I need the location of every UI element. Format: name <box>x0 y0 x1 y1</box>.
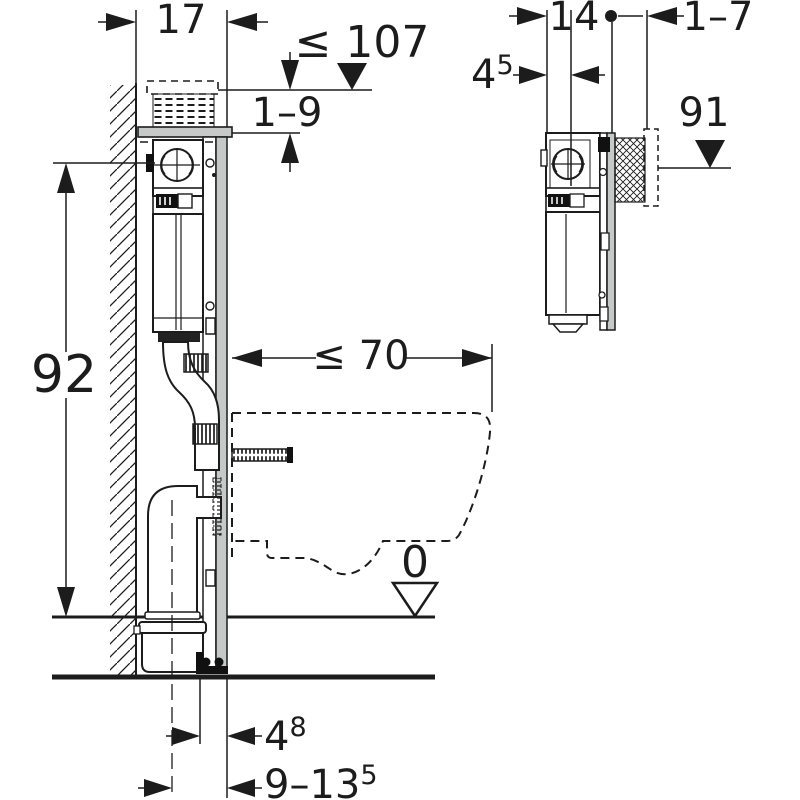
flush-bend-pipe <box>161 341 220 471</box>
rail-slots <box>599 232 610 322</box>
floor-level-marker <box>390 581 440 619</box>
mechanism-block <box>548 194 570 207</box>
tank-inner-lines <box>154 215 202 330</box>
adjustable-sleeve-hatch <box>152 93 215 128</box>
dim-drain-range-label: 9–135 <box>264 760 378 800</box>
center-reference-dot <box>605 10 617 22</box>
dim-drain-offset-label: 48 <box>264 712 307 760</box>
protection-coil <box>614 137 646 203</box>
rail-hole <box>598 167 608 177</box>
dim-center-offset-label: 14 <box>549 0 600 40</box>
rail-rivet <box>212 173 216 177</box>
mechanism-block <box>156 194 178 208</box>
pipe-seal-lower <box>192 423 218 445</box>
wc-seal-strip <box>212 477 222 536</box>
foot-bracket <box>196 652 228 674</box>
frame-foot <box>196 652 228 674</box>
dim-plate-offset-label: 45 <box>471 50 514 98</box>
detail-view <box>540 128 659 333</box>
rail-clip <box>598 137 610 152</box>
floor-section <box>52 615 435 680</box>
rail-gray-stripe <box>606 132 616 331</box>
rail-hole <box>205 158 215 168</box>
drain-elbow <box>144 477 222 620</box>
foot-bolt <box>201 657 211 667</box>
foot-plate <box>548 314 588 325</box>
dim-height-92-label: 92 <box>31 345 97 405</box>
dim-adjust-range-label: 1–9 <box>252 90 323 136</box>
cistern <box>146 139 204 342</box>
frame-top-plate <box>137 126 233 138</box>
foot-wedge <box>551 323 585 333</box>
rail-hole <box>598 291 606 299</box>
tank-outlet-flange <box>158 333 200 342</box>
pipe-seal-upper <box>183 353 209 373</box>
dim-frame-width-label: 17 <box>156 0 207 43</box>
socket-tab <box>133 625 141 635</box>
dimensions: 17 ≤ 107 1–9 92 ≤ 70 0 48 9–135 14 1–7 4… <box>31 0 754 800</box>
dim-max-depth-label: ≤ 70 <box>312 333 409 379</box>
side-view <box>52 80 492 795</box>
valve-rotation-arcs <box>553 155 583 173</box>
dim-max-height-label: ≤ 107 <box>295 17 430 68</box>
dim-wall-range-label: 1–7 <box>683 0 754 40</box>
mechanism-block-ticks <box>551 197 563 204</box>
extension-dashed-box <box>146 80 219 95</box>
rail-profile <box>599 132 608 331</box>
wall-hatch <box>110 85 136 676</box>
dim-rod-level-label: 91 <box>679 90 730 136</box>
rod-end <box>287 447 293 463</box>
valve-crosshair <box>551 148 585 180</box>
mechanism-slider <box>569 193 585 208</box>
drain-socket <box>133 621 207 673</box>
rail-hole <box>205 301 215 311</box>
threaded-rod <box>231 447 293 463</box>
side-stub <box>540 149 548 167</box>
frame-top-extension <box>146 80 219 128</box>
mechanism-slider <box>177 193 193 209</box>
tank-body <box>545 211 601 316</box>
valve-rotation-arcs <box>161 155 193 175</box>
wall-section <box>110 83 137 676</box>
tank-body <box>152 213 204 333</box>
rail-slots <box>205 317 216 587</box>
coil-dashed-end <box>643 128 659 207</box>
mechanism-block-ticks <box>159 197 171 205</box>
dimension-lines <box>53 10 731 798</box>
floor-level-zero-label: 0 <box>401 537 429 588</box>
foot-bolt <box>214 657 224 667</box>
wc-pan-outline <box>231 412 492 576</box>
pan-silhouette <box>232 412 492 576</box>
